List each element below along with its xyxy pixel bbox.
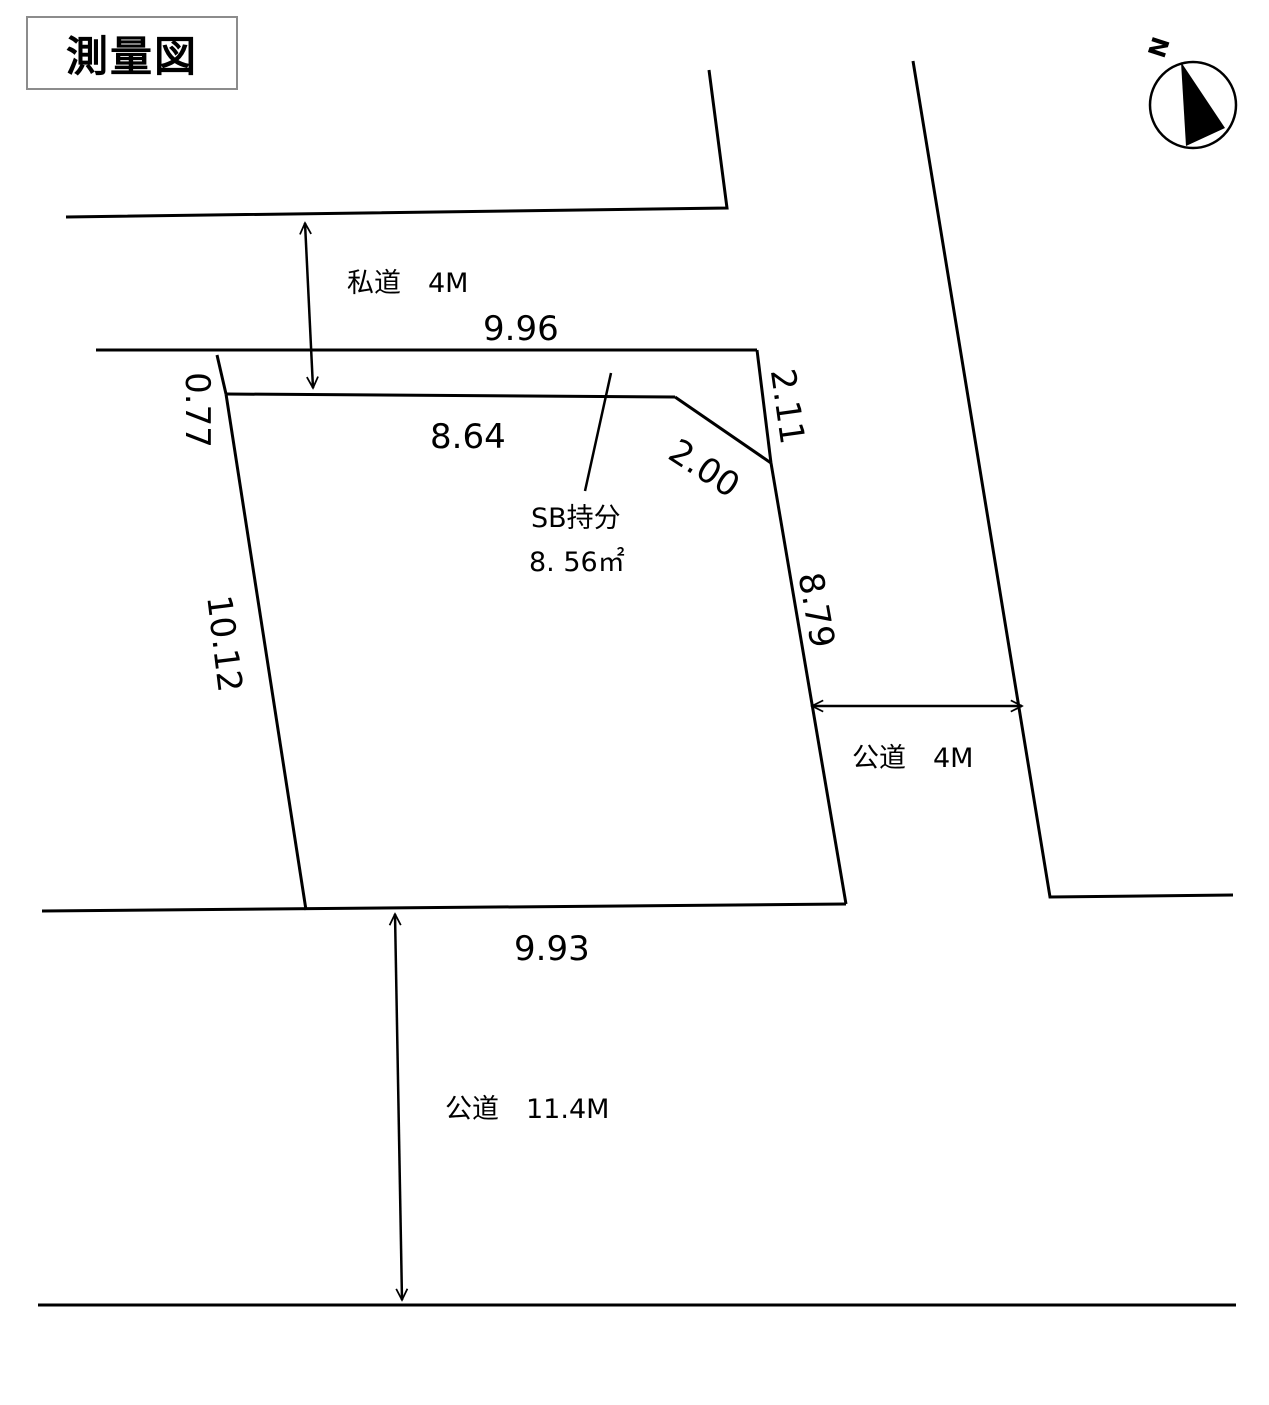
dimension-top: 9.96	[483, 309, 559, 349]
private-road-width-arrow	[305, 223, 313, 388]
private-road-edge	[65, 69, 729, 219]
public-road-right-edge	[911, 60, 1234, 899]
public-road-bottom-width-arrow	[395, 914, 402, 1300]
dimension-right: 8.79	[790, 569, 843, 650]
lot-left-line	[224, 393, 308, 911]
north-arrow-icon: N	[1143, 34, 1238, 150]
private-road-label: 私道 4M	[347, 268, 468, 299]
dimension-top-inner: 8.64	[430, 417, 506, 457]
dimension-left: 10.12	[198, 593, 250, 694]
lot-corner-cut-line	[674, 395, 772, 465]
lot-bottom-line	[41, 902, 847, 913]
dimension-left-small: 0.77	[177, 372, 217, 448]
dimension-corner-cut: 2.00	[661, 431, 746, 506]
public-road-right-label: 公道 4M	[852, 743, 973, 774]
sb-share-area: 8. 56㎡	[529, 547, 625, 578]
lot-left-small-line	[215, 354, 228, 395]
dimension-right-top: 2.11	[762, 366, 812, 447]
sb-share-label: SB持分	[531, 503, 621, 534]
lot-right-top-line	[755, 349, 773, 464]
page-title: 測量図	[26, 16, 238, 90]
compass-north-label: N	[1143, 34, 1176, 62]
public-road-bottom-label: 公道 11.4M	[445, 1094, 609, 1125]
lot-right-line	[769, 462, 848, 905]
note-pointer-line	[583, 372, 613, 492]
dimension-bottom: 9.93	[514, 929, 590, 969]
lot-inner-top-line	[225, 392, 676, 399]
